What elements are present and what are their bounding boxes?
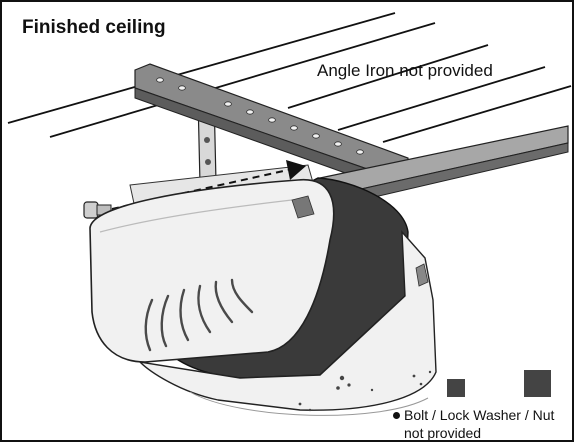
angle-iron-label: Angle Iron not provided <box>317 61 493 80</box>
bullet-dot <box>393 412 400 419</box>
marker-square-small <box>447 379 465 397</box>
bolt-label-line2: not provided <box>404 425 482 441</box>
ceiling-lines <box>7 12 572 143</box>
vent-slots <box>144 278 254 352</box>
marker-square-large <box>524 370 551 397</box>
bolt-label-line1: Bolt / Lock Washer / Nut <box>404 407 555 423</box>
ceiling-label: Finished ceiling <box>22 17 166 38</box>
artifact-specks <box>298 370 432 412</box>
opener-housing <box>89 177 437 416</box>
